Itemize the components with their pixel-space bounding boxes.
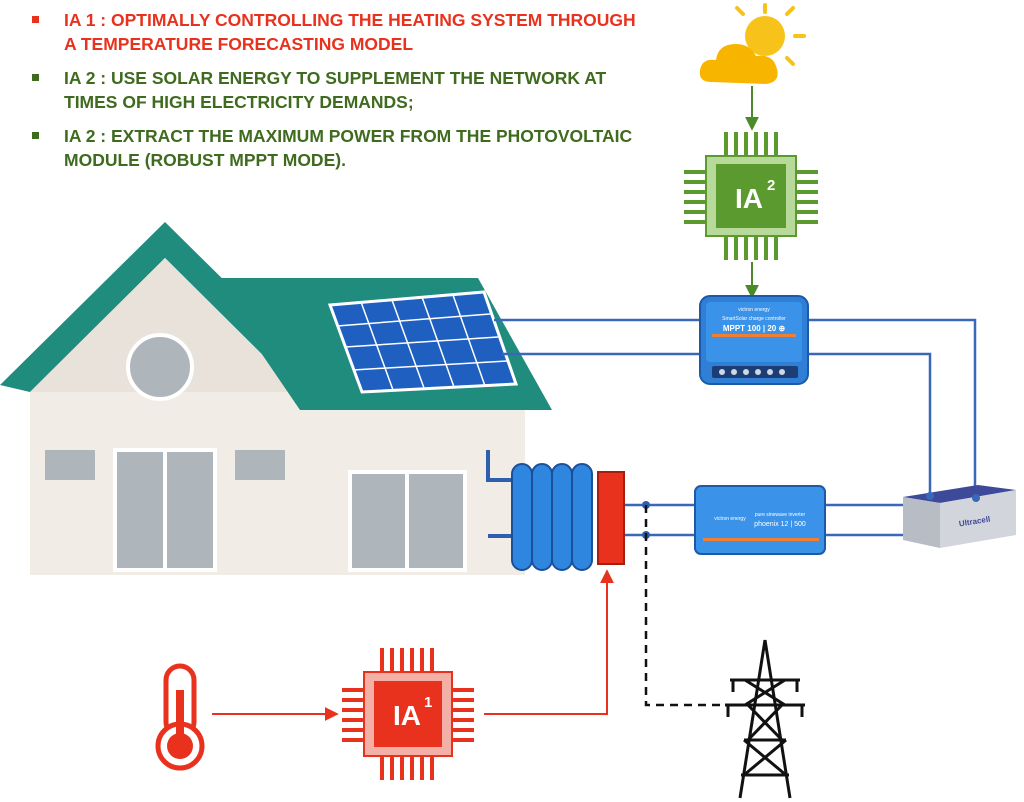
objective-ia2-mppt: IA 2 : EXTRACT THE MAXIMUM POWER FROM TH… [28, 124, 648, 172]
ia1-superscript: 1 [424, 694, 432, 711]
objectives-list: IA 1 : OPTIMALLY CONTROLLING THE HEATING… [28, 8, 648, 182]
thermometer-icon [155, 663, 205, 771]
inverter-brand: victron energy [714, 516, 746, 522]
grid-connection-dashed [644, 505, 740, 707]
ia2-chip-icon: IA 2 [684, 132, 818, 260]
objective-text: IA 1 : OPTIMALLY CONTROLLING THE HEATING… [64, 10, 636, 54]
objective-text: IA 2 : EXTRACT THE MAXIMUM POWER FROM TH… [64, 126, 633, 170]
power-pylon-icon [725, 639, 805, 799]
battery: Ultracell [903, 485, 1016, 548]
objective-ia1: IA 1 : OPTIMALLY CONTROLLING THE HEATING… [28, 8, 648, 56]
house-illustration [0, 222, 552, 575]
controller-model: MPPT 100 | 20 ⊕ [723, 324, 786, 333]
solar-panel [327, 290, 519, 394]
dc-wiring [494, 318, 977, 537]
bullet-square-icon [32, 132, 39, 139]
objective-ia2-network: IA 2 : USE SOLAR ENERGY TO SUPPLEMENT TH… [28, 66, 648, 114]
sun-cloud-icon [699, 3, 806, 84]
mppt-charge-controller: victron energy SmartSolar charge control… [699, 295, 809, 385]
bullet-square-icon [32, 74, 39, 81]
ia2-superscript: 2 [767, 177, 775, 194]
objective-text: IA 2 : USE SOLAR ENERGY TO SUPPLEMENT TH… [64, 68, 607, 112]
inverter: victron energy pure sinewave inverter ph… [694, 485, 826, 555]
ia2-label: IA [735, 183, 763, 214]
arrow-ia1-to-heater [484, 569, 614, 715]
inverter-model: phoenix 12 | 500 [754, 521, 806, 528]
ia1-label: IA [393, 700, 421, 731]
ia1-chip-icon: IA 1 [342, 648, 474, 780]
controller-brand: victron energy [738, 307, 770, 313]
bullet-square-icon [32, 16, 39, 23]
inverter-name: pure sinewave inverter [755, 512, 806, 518]
radiator [486, 450, 625, 571]
controller-name: SmartSolar charge controller [722, 316, 786, 322]
